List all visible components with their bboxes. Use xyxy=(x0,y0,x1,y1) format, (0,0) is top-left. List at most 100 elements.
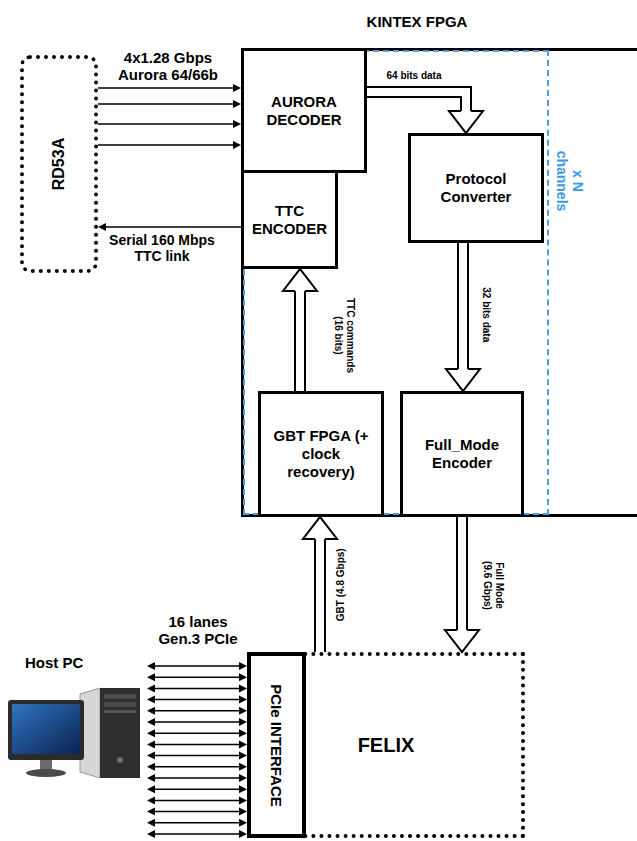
arrow-head xyxy=(239,662,247,670)
bus-fill xyxy=(458,517,466,632)
node-label: GBT FPGA (+ clock recovery) xyxy=(267,427,375,481)
edge-label: GBT (4.8 Gbps) xyxy=(335,535,347,635)
arrow-head xyxy=(239,774,247,782)
arrow-head xyxy=(239,819,247,827)
node-label: Full_Mode Encoder xyxy=(409,436,515,472)
arrow-head xyxy=(283,269,317,291)
node-label: FELIX xyxy=(358,734,415,757)
channel-group: x N channelsAURORA DECODERTTC ENCODERPro… xyxy=(243,50,549,515)
arrow-head xyxy=(233,100,241,108)
node-label: TTC ENCODER xyxy=(247,202,332,238)
signal-line xyxy=(147,808,247,816)
edge-label: Serial 160 Mbps TTC link xyxy=(102,232,222,264)
signal-line xyxy=(147,707,247,715)
signal-line xyxy=(147,819,247,827)
line xyxy=(154,800,240,802)
line xyxy=(154,688,240,690)
arrow-head xyxy=(239,673,247,681)
line xyxy=(154,811,240,813)
arrow-head xyxy=(239,684,247,692)
node-label: RD53A xyxy=(50,138,68,190)
node-label: KINTEX FPGA xyxy=(317,13,517,30)
arrow-head xyxy=(147,718,155,726)
system-box: FELIX PCIe INTERFACE xyxy=(247,652,525,838)
line xyxy=(154,721,240,723)
node-label: x N channels xyxy=(554,148,586,214)
arrow-head xyxy=(147,819,155,827)
line xyxy=(154,766,240,768)
arrow-head xyxy=(239,796,247,804)
arrow-head xyxy=(147,808,155,816)
signal-line xyxy=(147,774,247,782)
arrow-head xyxy=(239,830,247,838)
signal-line xyxy=(147,830,247,838)
arrow-head xyxy=(239,707,247,715)
arrow-head xyxy=(449,111,483,133)
line xyxy=(154,788,240,790)
signal-line xyxy=(147,752,247,760)
signal-line xyxy=(147,796,247,804)
line xyxy=(154,744,240,746)
bus-fill xyxy=(296,289,304,391)
arrow-head xyxy=(239,696,247,704)
line xyxy=(98,123,234,125)
line xyxy=(98,87,234,89)
signal-line xyxy=(147,696,247,704)
arrow-head xyxy=(239,729,247,737)
signal-line xyxy=(98,84,241,92)
arrow-head xyxy=(233,84,241,92)
computer-node: Host PC xyxy=(5,650,147,839)
bus-arrow xyxy=(445,517,479,652)
line xyxy=(154,833,240,835)
signal-line xyxy=(147,662,247,670)
process-box: Protocol Converter xyxy=(408,133,544,243)
arrow-head xyxy=(147,785,155,793)
fpga-boundary: KINTEX FPGAx N channelsAURORA DECODERTTC… xyxy=(241,48,637,517)
bus-arrow xyxy=(303,517,337,652)
pc-tower xyxy=(80,688,140,778)
bus-fill xyxy=(316,537,324,652)
arrow-head xyxy=(239,752,247,760)
pc-monitor xyxy=(8,700,84,777)
process-box: TTC ENCODER xyxy=(241,170,338,269)
bus-fill xyxy=(459,243,467,371)
arrow-head xyxy=(147,673,155,681)
process-box: GBT FPGA (+ clock recovery) xyxy=(258,391,384,517)
edge-label: 64 bits data xyxy=(364,70,464,82)
chip-box: RD53A xyxy=(20,55,98,273)
signal-line xyxy=(147,684,247,692)
bus-outline xyxy=(314,537,326,652)
bus-fill xyxy=(367,92,466,113)
arrow-head xyxy=(445,630,479,652)
signal-line xyxy=(98,141,241,149)
signal-line xyxy=(98,223,241,231)
bus-arrow xyxy=(367,92,483,133)
arrow-head xyxy=(147,707,155,715)
line xyxy=(154,665,240,667)
node-label: PCIe INTERFACE xyxy=(268,684,285,807)
arrow-head xyxy=(147,729,155,737)
arrow-head xyxy=(147,696,155,704)
line xyxy=(154,777,240,779)
bus-arrow xyxy=(283,269,317,391)
edge-label: Full Mode (9.6 Gbps) xyxy=(482,554,505,616)
line xyxy=(154,755,240,757)
arrow-head xyxy=(233,141,241,149)
arrow-head xyxy=(147,830,155,838)
edge-label: 16 lanes Gen.3 PCIe xyxy=(148,613,248,648)
arrow-head xyxy=(303,517,337,539)
edge-label: TTC commands (16 bits) xyxy=(333,293,356,377)
line xyxy=(98,144,234,146)
arrow-head xyxy=(147,796,155,804)
arrow-head xyxy=(147,774,155,782)
process-box: AURORA DECODER xyxy=(241,48,367,173)
edge-label: 4x1.28 Gbps Aurora 64/66b xyxy=(108,49,228,84)
arrow-head xyxy=(239,785,247,793)
line xyxy=(154,822,240,824)
signal-line xyxy=(98,100,241,108)
signal-line xyxy=(98,120,241,128)
line xyxy=(154,732,240,734)
signal-line xyxy=(147,785,247,793)
line xyxy=(154,676,240,678)
